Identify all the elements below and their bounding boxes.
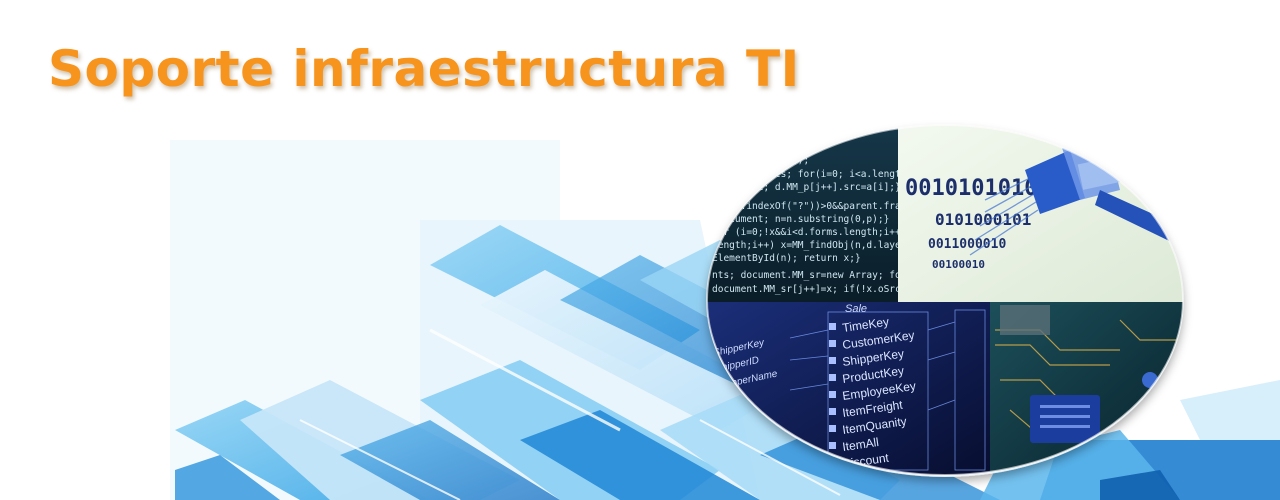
code-line: document.MM_sr[j++]=x; if(!x.oSrc) x.oSr… (712, 284, 975, 295)
diagram-field: TimeKey (841, 315, 889, 335)
code-line: .document; n=n.substring(0,p);} (712, 214, 889, 225)
circuit-board-panel (990, 302, 1183, 475)
binary-line: 00100010 (932, 258, 985, 271)
code-line: ElementById(n); return x;} (712, 253, 861, 264)
binary-line: 0101000101 (935, 210, 1031, 229)
diagram-label: Sale (845, 303, 867, 315)
binary-line: 0010101010 (905, 176, 1037, 201)
code-line: length;i++) x=MM_findObj(n,d.layers[i].d… (712, 240, 970, 251)
code-line: for (i=0;!x&&i<d.forms.length;i++) x=d.f… (712, 227, 964, 238)
code-line: nts; document.MM_sr=new Array; for(i=0;i… (712, 270, 975, 281)
binary-line: 0011000010 (928, 237, 1006, 252)
code-line: pes.arguments; for(i=0; i<a.length; i++) (712, 169, 941, 180)
diagram-field: ItemAll (841, 435, 879, 454)
page-title: Soporte infraestructura TI (48, 40, 800, 98)
code-line: new Image; d.MM_p[j++].src=a[i];}} (712, 182, 906, 193)
code-line: ((p=n.indexOf("?"))>0&&parent.frames.len… (712, 201, 975, 212)
chip-icon (1030, 395, 1100, 443)
code-line: a[i]))>x.sSrc; (712, 135, 792, 146)
binary-cable-panel: 0010101010 0101000101 0011000010 0010001… (898, 125, 1183, 302)
